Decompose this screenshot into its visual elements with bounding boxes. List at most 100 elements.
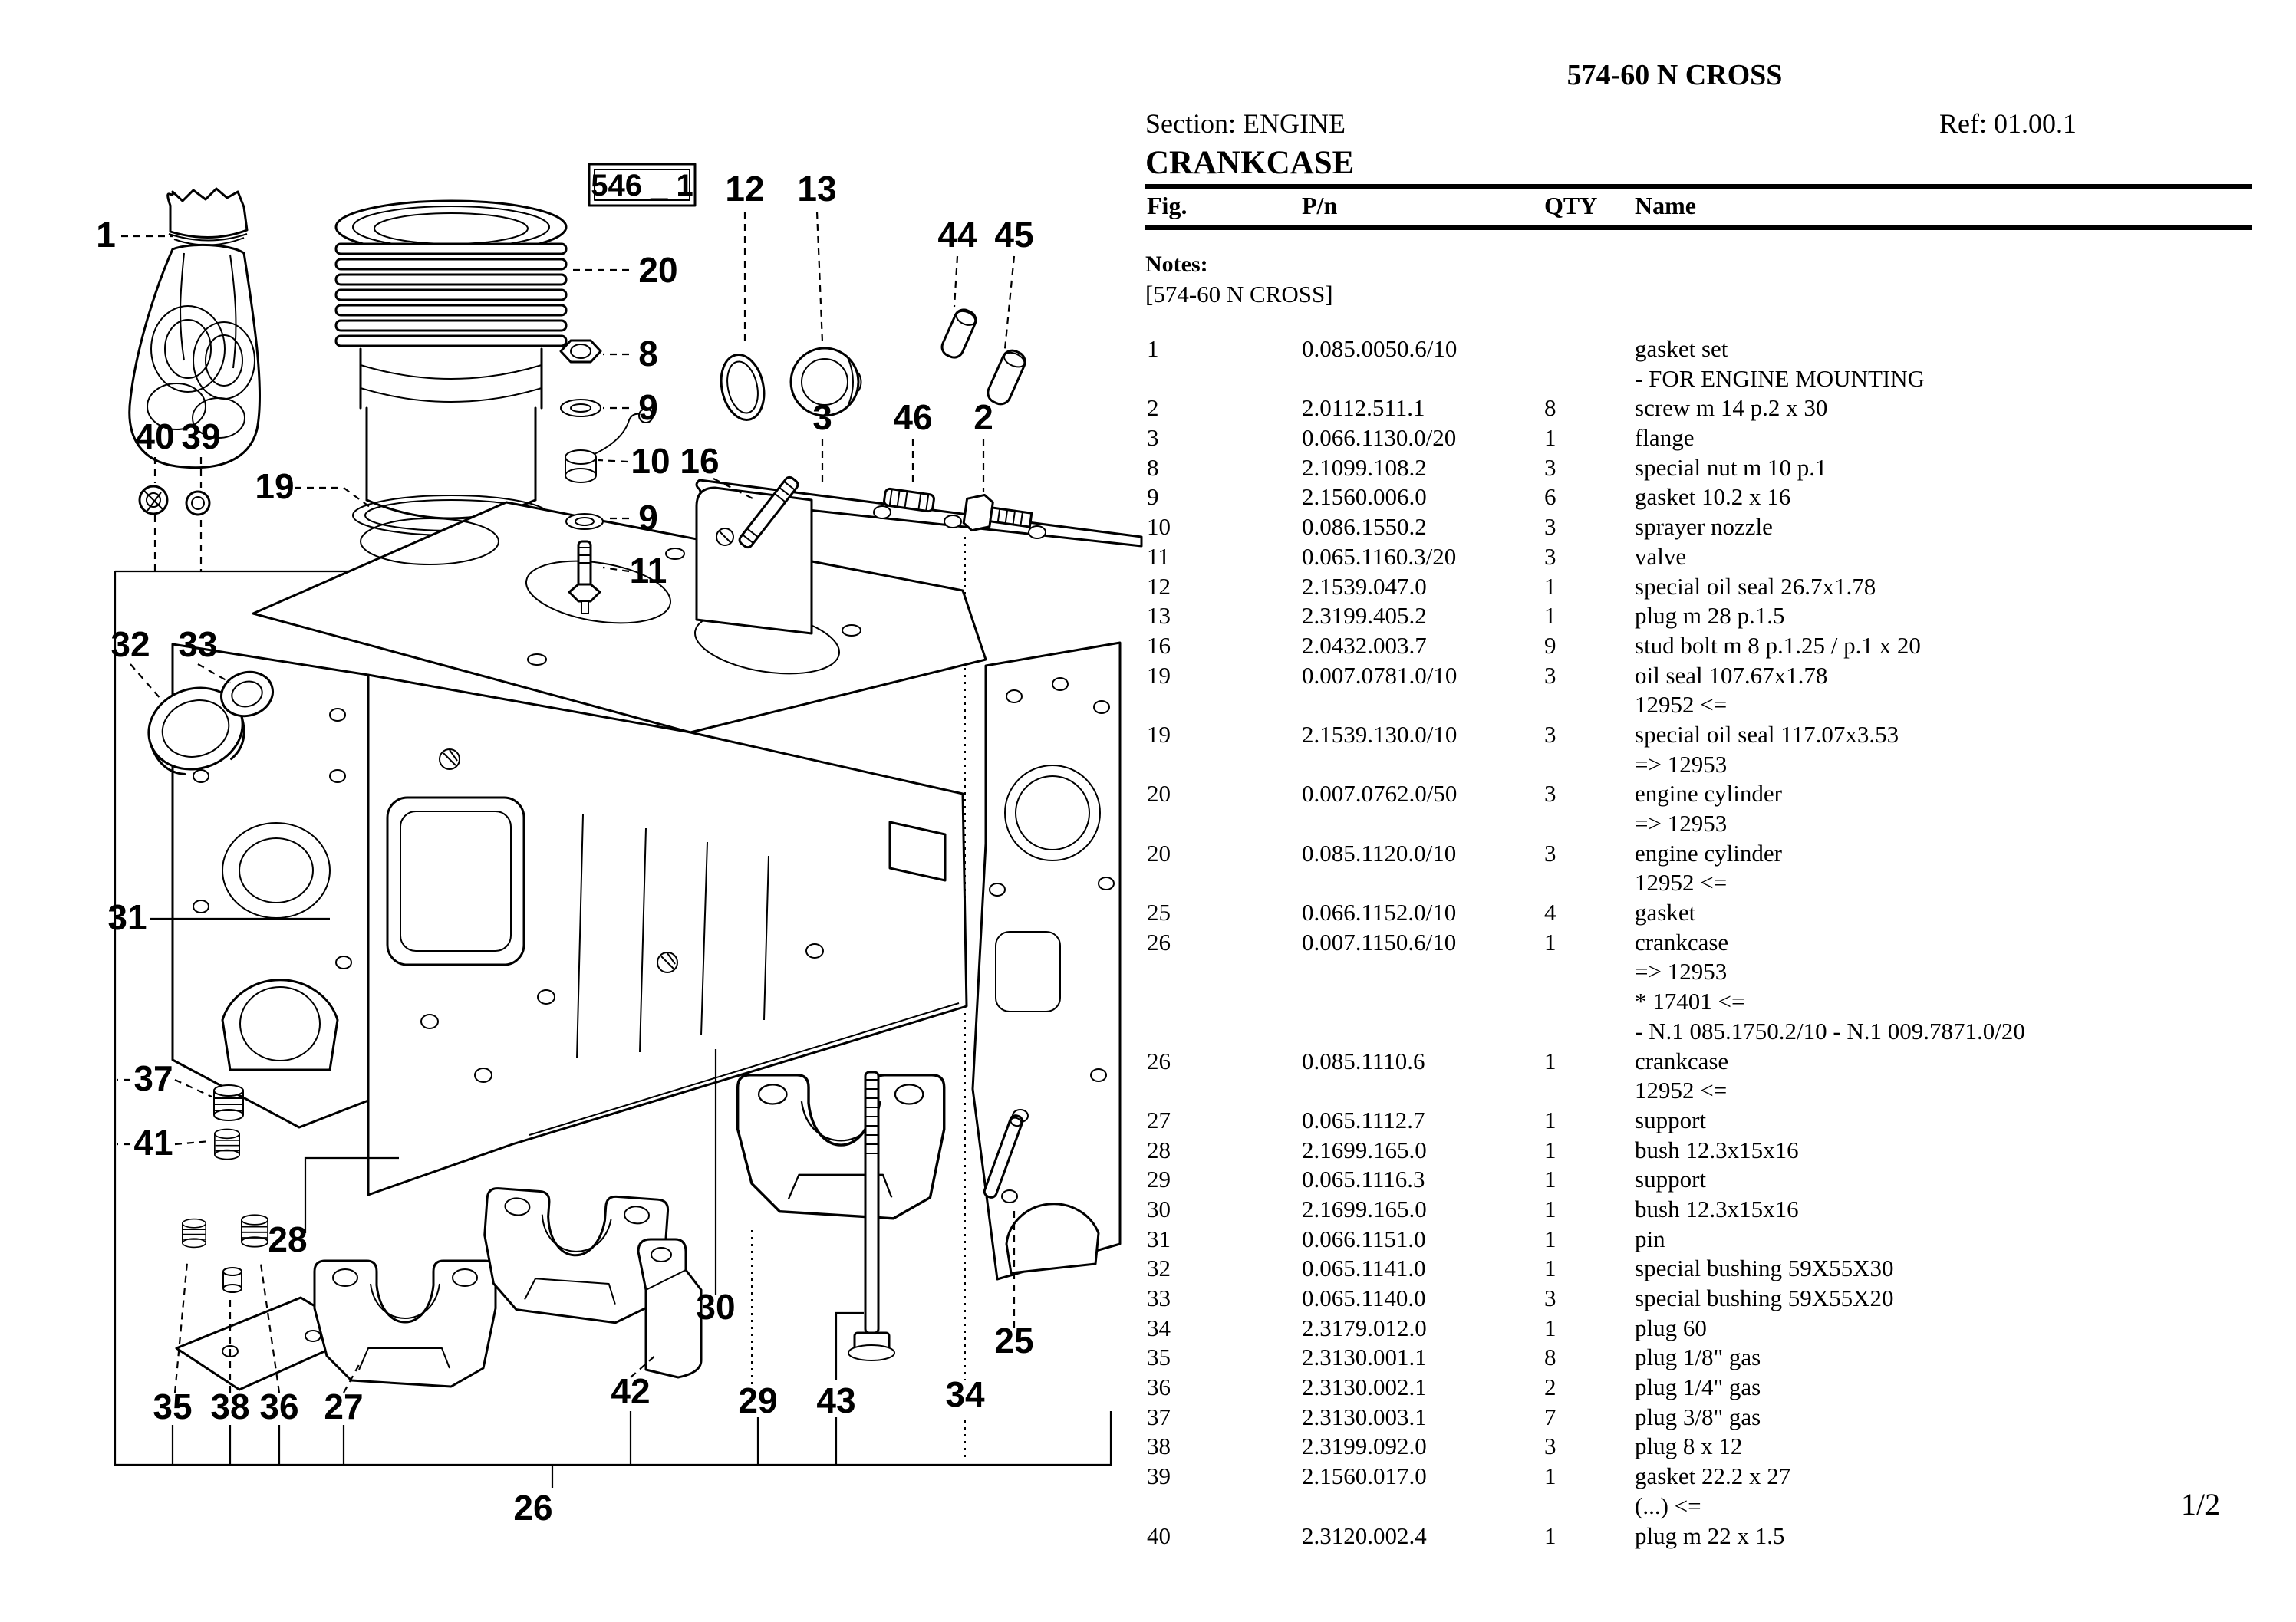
- cell-qty: 1: [1544, 928, 1556, 956]
- cell-name: special bushing 59X55X30: [1635, 1255, 1894, 1282]
- table-row: => 12953: [1147, 809, 2250, 839]
- cell-pn: 0.065.1160.3/20: [1302, 542, 1457, 570]
- cell-pn: 0.066.1152.0/10: [1302, 899, 1457, 926]
- callout-31: 31: [107, 897, 147, 937]
- cell-name: * 17401 <=: [1635, 988, 1745, 1015]
- cell-qty: [1544, 1492, 1635, 1522]
- cell-qty: [1544, 750, 1635, 780]
- cell-pn: 2.1099.108.2: [1302, 453, 1427, 481]
- col-fig: Fig.: [1147, 192, 1188, 219]
- callout-12: 12: [725, 169, 764, 209]
- cell-qty: 3: [1544, 513, 1556, 541]
- cell-qty: 1: [1544, 1225, 1556, 1252]
- cell-qty: 7: [1544, 1403, 1556, 1430]
- cell-fig: 2: [1147, 394, 1159, 422]
- cell-pn: 2.3199.405.2: [1302, 602, 1427, 630]
- callout-26: 26: [513, 1488, 552, 1528]
- cell-name: gasket 22.2 x 27: [1635, 1462, 1791, 1490]
- flange-and-studs: [695, 475, 1143, 635]
- cell-fig: 39: [1147, 1462, 1171, 1490]
- cell-qty: 2: [1544, 1374, 1556, 1401]
- cell-fig: 37: [1147, 1403, 1171, 1430]
- cell-name: - N.1 085.1750.2/10 - N.1 009.7871.0/20: [1635, 1017, 2025, 1045]
- cell-qty: 3: [1544, 453, 1556, 481]
- callout-42: 42: [611, 1371, 650, 1411]
- cell-pn: 0.007.0781.0/10: [1302, 661, 1458, 689]
- table-rule-top: [1145, 184, 2252, 189]
- cell-qty: [1544, 1017, 1635, 1047]
- ref-label: Ref: 01.00.1: [1939, 108, 2077, 139]
- cell-pn: 2.3179.012.0: [1302, 1314, 1427, 1341]
- callout-43: 43: [816, 1380, 855, 1420]
- cell-pn: [1302, 1076, 1544, 1106]
- cell-fig: 26: [1147, 1047, 1171, 1074]
- callout-1: 1: [96, 215, 116, 255]
- cell-qty: [1544, 868, 1635, 898]
- cell-qty: [1544, 334, 1635, 364]
- callout-46: 46: [893, 397, 932, 437]
- cell-pn: [1302, 364, 1544, 394]
- section-label: Section: ENGINE: [1145, 108, 1346, 139]
- cell-pn: 0.085.0050.6/10: [1302, 335, 1458, 362]
- cell-pn: 0.007.1150.6/10: [1302, 928, 1457, 956]
- cell-name: - FOR ENGINE MOUNTING: [1635, 364, 1925, 392]
- cell-fig: 33: [1147, 1285, 1171, 1311]
- cell-name: 12952 <=: [1635, 691, 1728, 719]
- callout-19: 19: [255, 466, 294, 506]
- cell-fig: 3: [1147, 424, 1159, 452]
- cell-fig: 8: [1147, 453, 1159, 481]
- page-title: 574-60 N CROSS: [1566, 59, 1783, 91]
- cell-name: (...) <=: [1635, 1492, 1701, 1519]
- cell-qty: [1544, 364, 1635, 394]
- cell-fig: 12: [1147, 572, 1171, 600]
- cell-fig: 27: [1147, 1106, 1171, 1133]
- cell-fig: 29: [1147, 1166, 1171, 1193]
- cell-fig: 26: [1147, 928, 1171, 956]
- cell-name: => 12953: [1635, 958, 1728, 985]
- callout-33: 33: [178, 624, 217, 664]
- cell-fig: [1147, 987, 1302, 1017]
- cell-pn: [1302, 809, 1544, 839]
- cell-name: engine cylinder: [1635, 839, 1782, 867]
- cell-pn: 2.0112.511.1: [1302, 394, 1425, 422]
- cell-fig: [1147, 809, 1302, 839]
- cell-name: stud bolt m 8 p.1.25 / p.1 x 20: [1635, 631, 1921, 659]
- cell-name: crankcase: [1635, 928, 1729, 956]
- cell-pn: 2.3130.002.1: [1302, 1374, 1427, 1401]
- cell-pn: [1302, 957, 1544, 987]
- callout-25: 25: [994, 1321, 1033, 1360]
- callout-8: 8: [638, 334, 658, 373]
- cell-pn: 2.1560.006.0: [1302, 483, 1427, 511]
- callout-28: 28: [268, 1219, 307, 1259]
- cell-fig: 30: [1147, 1195, 1171, 1222]
- cell-fig: [1147, 1017, 1302, 1047]
- cell-fig: 20: [1147, 780, 1171, 808]
- cell-pn: 0.085.1110.6: [1302, 1047, 1425, 1074]
- cell-name: 12952 <=: [1635, 1077, 1728, 1104]
- callout-41: 41: [133, 1123, 173, 1163]
- group-title: CRANKCASE: [1145, 145, 1355, 181]
- cell-name: plug 60: [1635, 1314, 1707, 1341]
- cell-pn: 2.1699.165.0: [1302, 1195, 1427, 1222]
- cell-fig: 38: [1147, 1433, 1171, 1460]
- cell-fig: 36: [1147, 1374, 1171, 1401]
- cell-pn: 0.065.1116.3: [1302, 1166, 1425, 1193]
- callout-34: 34: [945, 1374, 985, 1414]
- cell-pn: 2.1699.165.0: [1302, 1136, 1427, 1163]
- callout-27: 27: [324, 1387, 363, 1426]
- callout-40: 40: [135, 416, 174, 456]
- cell-qty: 8: [1544, 1344, 1556, 1371]
- callout-36: 36: [259, 1387, 298, 1426]
